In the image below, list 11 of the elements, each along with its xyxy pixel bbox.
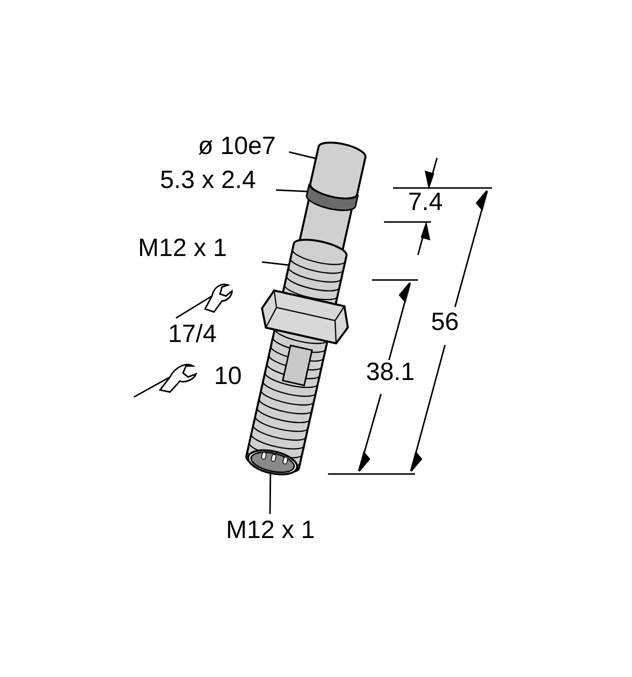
leader-line — [262, 261, 290, 266]
part-label: 5.3 x 2.4 — [160, 166, 256, 194]
connector-face — [247, 449, 298, 476]
leader-line — [276, 189, 308, 192]
part-label: M12 x 1 — [226, 516, 315, 544]
leader-line — [269, 472, 272, 514]
part-label: M12 x 1 — [138, 234, 227, 262]
part-label: ø 10e7 — [198, 132, 276, 160]
o-ring — [306, 182, 359, 212]
leader-line — [288, 151, 316, 160]
sensor-cap — [309, 142, 366, 200]
